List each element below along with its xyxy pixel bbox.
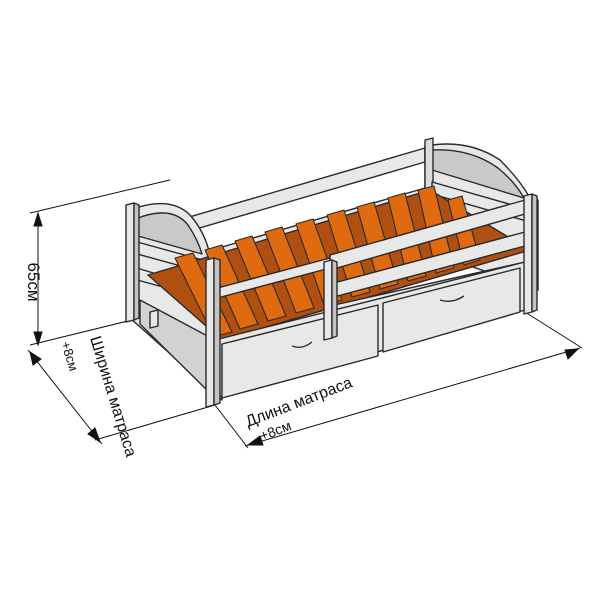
feet [149,309,159,329]
width-label: Ширина матраса [86,334,139,459]
dimension-lines [27,179,583,449]
posts [125,193,538,408]
height-label: 65см [24,262,43,301]
drawers [139,261,526,399]
bed [125,137,539,408]
width-sublabel: +8см [58,339,81,372]
